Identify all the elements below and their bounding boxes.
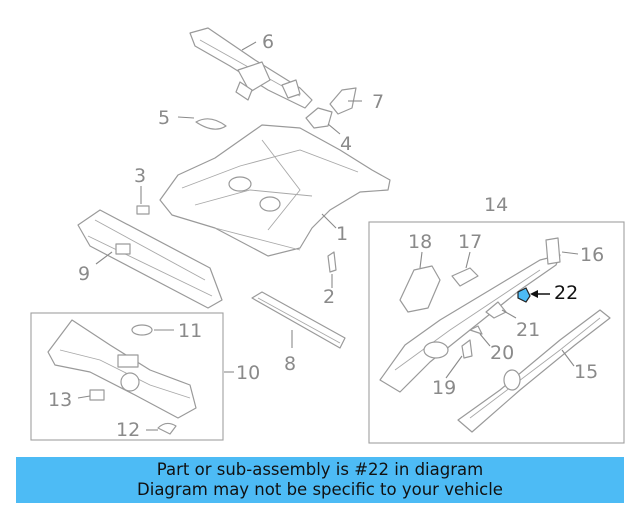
part-16 [545,237,561,265]
info-banner: Part or sub-assembly is #22 in diagram D… [16,457,624,503]
leader-1 [321,213,337,229]
callout-19: 19 [432,377,456,399]
callout-11: 11 [178,320,202,342]
leader-5 [177,116,195,119]
part-15-side-member [379,254,611,433]
callout-17: 17 [458,231,482,253]
banner-part-text: Part or sub-assembly is #22 in diagram [156,460,484,479]
leader-22-arrowhead [530,290,538,298]
callout-16: 16 [580,244,604,266]
leader-18 [419,251,423,269]
callout-18: 18 [408,231,432,253]
part-9-rear-panel [77,209,223,309]
part-2 [327,251,337,273]
callout-1: 1 [336,223,348,245]
leader-19 [445,355,463,379]
part-18 [399,265,441,313]
leader-13 [77,395,91,399]
leader-4 [327,123,341,135]
leader-15 [561,349,575,367]
leader-6 [241,41,257,51]
leader-20 [479,333,491,347]
callout-13: 13 [48,389,72,411]
callout-2: 2 [323,286,335,308]
group-frame-14 [368,221,625,444]
part-3 [136,205,150,215]
part-20 [469,325,483,335]
callout-21: 21 [516,319,540,341]
callout-4: 4 [340,133,352,155]
part-7 [329,87,357,115]
part-19 [461,339,473,359]
callout-9: 9 [78,263,90,285]
group-frame-10 [30,312,224,441]
callout-20: 20 [490,342,514,364]
callout-6: 6 [262,31,274,53]
part-4 [305,107,333,129]
part-11 [131,324,153,336]
callout-10: 10 [236,362,260,384]
callout-5: 5 [158,107,170,129]
callout-14: 14 [484,194,508,216]
part-6-cross-member [189,27,313,109]
callout-7: 7 [372,91,384,113]
part-5 [195,118,227,130]
part-22-highlighted [517,287,531,303]
callout-22: 22 [554,282,578,304]
parts-diagram: 6 5 7 4 3 1 2 9 8 11 13 12 10 14 18 17 1… [30,27,625,444]
leader-16 [561,251,579,255]
callout-15: 15 [574,361,598,383]
part-17 [451,267,479,287]
callout-12: 12 [116,419,140,441]
part-8-sill [251,291,346,349]
callout-8: 8 [284,353,296,375]
leader-21 [501,309,517,319]
banner-disclaimer-text: Diagram may not be specific to your vehi… [137,480,503,499]
part-13 [89,389,105,401]
part-10-assembly [47,319,197,419]
callout-3: 3 [134,165,146,187]
part-1-floor-pan [159,124,391,257]
part-12 [157,422,177,435]
leader-17 [465,251,471,269]
leader-9 [95,251,113,265]
